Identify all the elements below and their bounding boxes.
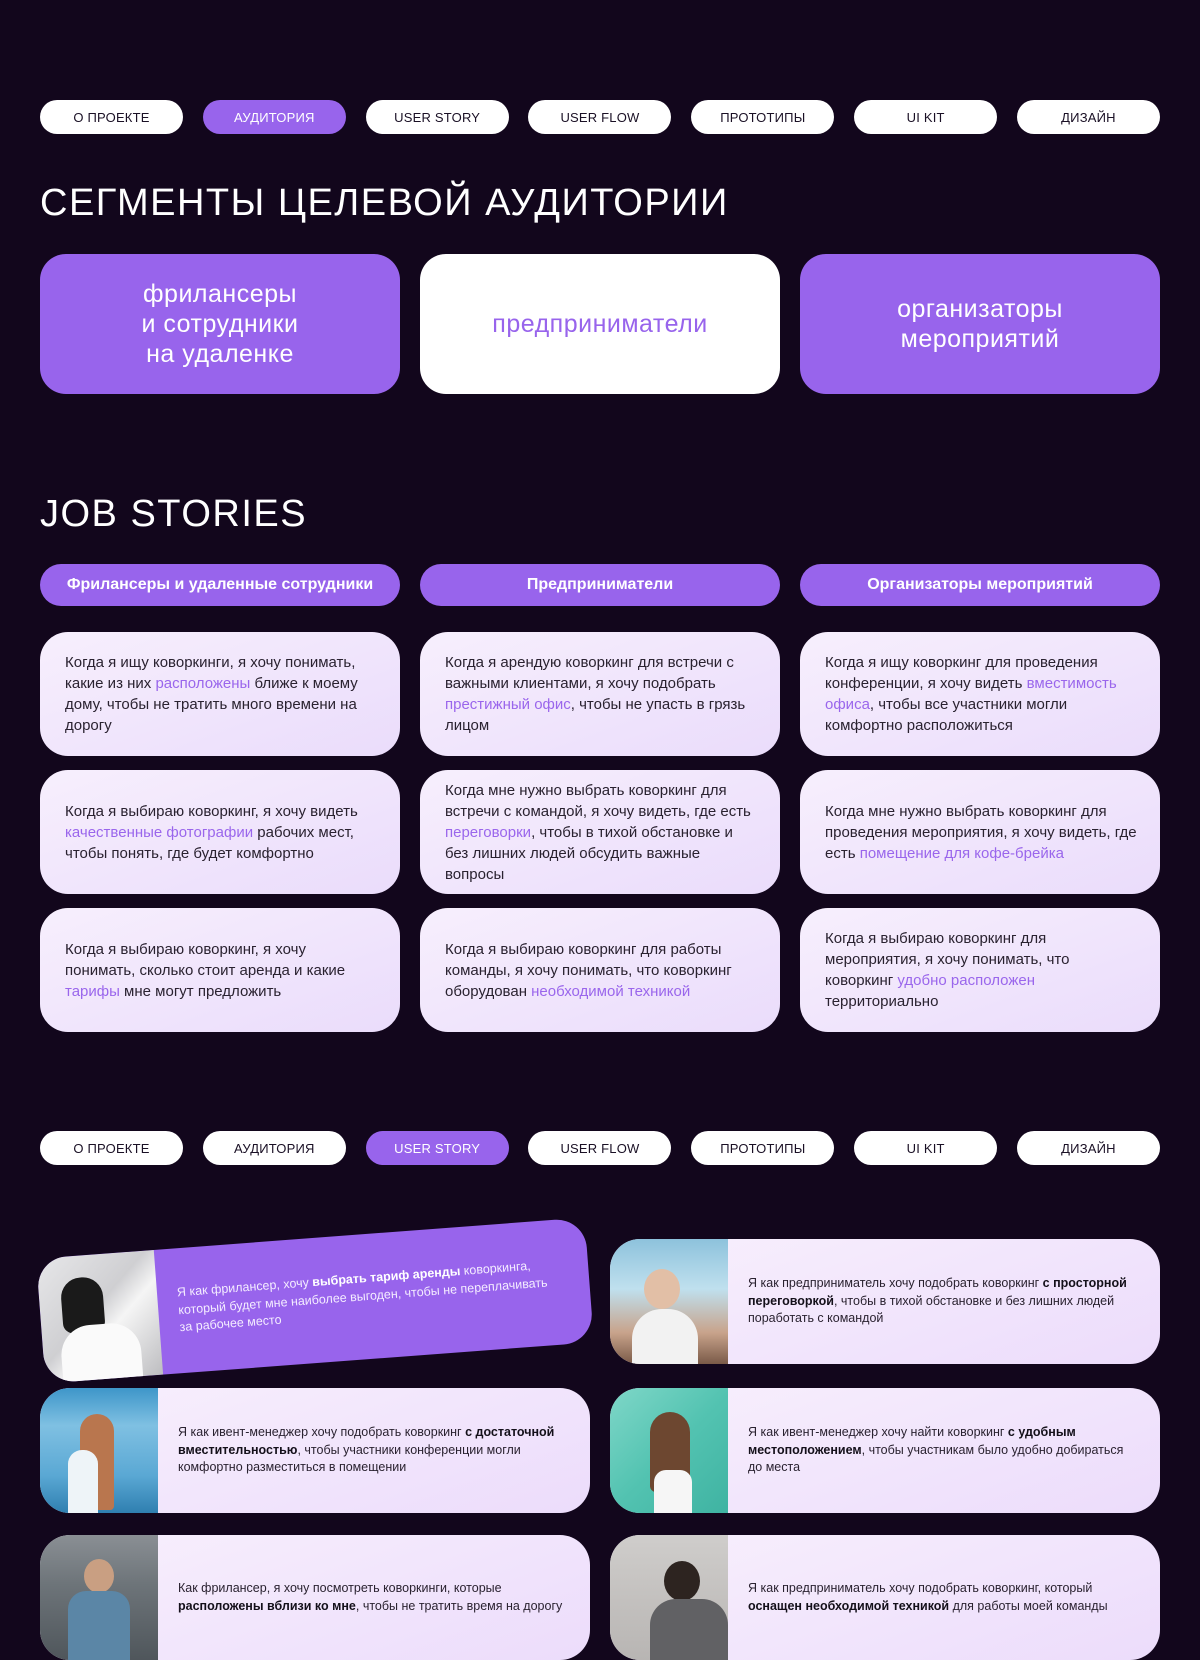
nav-tab-audience[interactable]: АУДИТОРИЯ — [202, 100, 346, 134]
job-story-text: Когда мне нужно выбрать коворкинг для вс… — [445, 781, 751, 883]
job-story-card: Когда я ищу коворкинги, я хочу понимать,… — [40, 632, 400, 756]
nav-tab-about[interactable]: О ПРОЕКТЕ — [40, 1131, 183, 1165]
column-header-event-organizers: Организаторы мероприятий — [800, 564, 1160, 606]
job-story-card: Когда я выбираю коворкинг, я хочу видеть… — [40, 770, 400, 894]
user-story-card: Я как ивент-менеджер хочу подобрать ково… — [40, 1388, 590, 1513]
user-story-text: Я как предприниматель хочу подобрать ков… — [748, 1581, 1108, 1613]
top-navigation: О ПРОЕКТЕ АУДИТОРИЯ USER STORY USER FLOW… — [40, 100, 1160, 134]
column-header-entrepreneurs: Предприниматели — [420, 564, 780, 606]
job-story-card: Когда я ищу коворкинг для проведения кон… — [800, 632, 1160, 756]
job-story-card: Когда мне нужно выбрать коворкинг для вс… — [420, 770, 780, 894]
highlight: вместимость офиса — [825, 675, 1117, 713]
highlight: престижный офис — [445, 696, 571, 713]
segments-title: СЕГМЕНТЫ ЦЕЛЕВОЙ АУДИТОРИИ — [40, 182, 729, 224]
nav-tab-design[interactable]: ДИЗАЙН — [1016, 100, 1160, 134]
job-stories-grid: Когда я ищу коворкинги, я хочу понимать,… — [40, 632, 1160, 1032]
column-header-freelancers: Фрилансеры и удаленные сотрудники — [40, 564, 400, 606]
user-story-text: Как фрилансер, я хочу посмотреть коворки… — [178, 1581, 563, 1613]
user-story-text: Я как предприниматель хочу подобрать ков… — [748, 1276, 1127, 1326]
job-story-card: Когда я выбираю коворкинг для мероприяти… — [800, 908, 1160, 1032]
nav-tab-about[interactable]: О ПРОЕКТЕ — [40, 100, 183, 134]
job-story-card: Когда я арендую коворкинг для встречи с … — [420, 632, 780, 756]
job-story-card: Когда я выбираю коворкинг, я хочу понима… — [40, 908, 400, 1032]
nav-tab-prototypes[interactable]: ПРОТОТИПЫ — [691, 100, 835, 134]
user-story-card: Я как ивент-менеджер хочу найти коворкин… — [610, 1388, 1160, 1513]
nav-tab-user-flow[interactable]: USER FLOW — [528, 1131, 672, 1165]
nav-tab-design[interactable]: ДИЗАЙН — [1016, 1131, 1160, 1165]
job-story-text: Когда я выбираю коворкинг, я хочу видеть… — [65, 802, 358, 862]
job-story-card: Когда я выбираю коворкинг для работы ком… — [420, 908, 780, 1032]
nav-tab-audience[interactable]: АУДИТОРИЯ — [202, 1131, 346, 1165]
job-story-text: Когда я выбираю коворкинг для мероприяти… — [825, 930, 1070, 1010]
segment-card-event-organizers: организаторы мероприятий — [800, 254, 1160, 394]
job-story-text: Когда я выбираю коворкинг, я хочу понима… — [65, 940, 346, 1000]
highlight: удобно расположен — [897, 972, 1035, 989]
job-story-text: Когда я выбираю коворкинг для работы ком… — [445, 940, 732, 1000]
user-story-card-featured: Я как фрилансер, хочу выбрать тариф арен… — [36, 1217, 594, 1384]
job-story-text: Когда я ищу коворкинг для проведения кон… — [825, 654, 1117, 734]
woman-at-sea-photo — [40, 1388, 158, 1513]
highlight: переговорки — [445, 823, 532, 841]
nav-tab-prototypes[interactable]: ПРОТОТИПЫ — [691, 1131, 835, 1165]
user-story-text: Я как фрилансер, хочу выбрать тариф арен… — [176, 1259, 548, 1335]
job-story-card: Когда мне нужно выбрать коворкинг для пр… — [800, 770, 1160, 894]
job-story-text: Когда мне нужно выбрать коворкинг для пр… — [825, 802, 1137, 862]
user-story-card: Как фрилансер, я хочу посмотреть коворки… — [40, 1535, 590, 1660]
nav-tab-user-story[interactable]: USER STORY — [365, 100, 509, 134]
bottom-navigation: О ПРОЕКТЕ АУДИТОРИЯ USER STORY USER FLOW… — [40, 1131, 1160, 1165]
woman-with-confetti-photo — [610, 1388, 728, 1513]
highlight: расположены — [155, 675, 251, 692]
nav-tab-ui-kit[interactable]: UI KIT — [854, 1131, 998, 1165]
bearded-man-with-laptop-photo — [610, 1535, 728, 1660]
job-stories-headers: Фрилансеры и удаленные сотрудники Предпр… — [40, 564, 1160, 606]
highlight: качественные фотографии — [65, 823, 254, 841]
user-story-card: Я как предприниматель хочу подобрать ков… — [610, 1535, 1160, 1660]
nav-tab-user-story[interactable]: USER STORY — [365, 1131, 509, 1165]
user-story-text: Я как ивент-менеджер хочу найти коворкин… — [748, 1425, 1124, 1475]
user-story-text: Я как ивент-менеджер хочу подобрать ково… — [178, 1425, 555, 1475]
job-stories-title: JOB STORIES — [40, 493, 308, 535]
young-man-portrait-photo — [610, 1239, 728, 1364]
highlight: помещение для кофе-брейка — [859, 844, 1064, 862]
audience-segments: фрилансеры и сотрудники на удаленке пред… — [40, 254, 1160, 394]
nav-tab-user-flow[interactable]: USER FLOW — [528, 100, 672, 134]
woman-in-white-shirt-photo — [36, 1249, 164, 1384]
user-story-card: Я как предприниматель хочу подобрать ков… — [610, 1239, 1160, 1364]
job-story-text: Когда я ищу коворкинги, я хочу понимать,… — [65, 654, 358, 734]
highlight: необходимой техникой — [531, 982, 691, 1000]
young-man-on-street-photo — [40, 1535, 158, 1660]
highlight: тарифы — [65, 982, 120, 1000]
segment-card-freelancers: фрилансеры и сотрудники на удаленке — [40, 254, 400, 394]
job-story-text: Когда я арендую коворкинг для встречи с … — [445, 654, 746, 734]
nav-tab-ui-kit[interactable]: UI KIT — [854, 100, 998, 134]
segment-card-entrepreneurs: предприниматели — [420, 254, 780, 394]
